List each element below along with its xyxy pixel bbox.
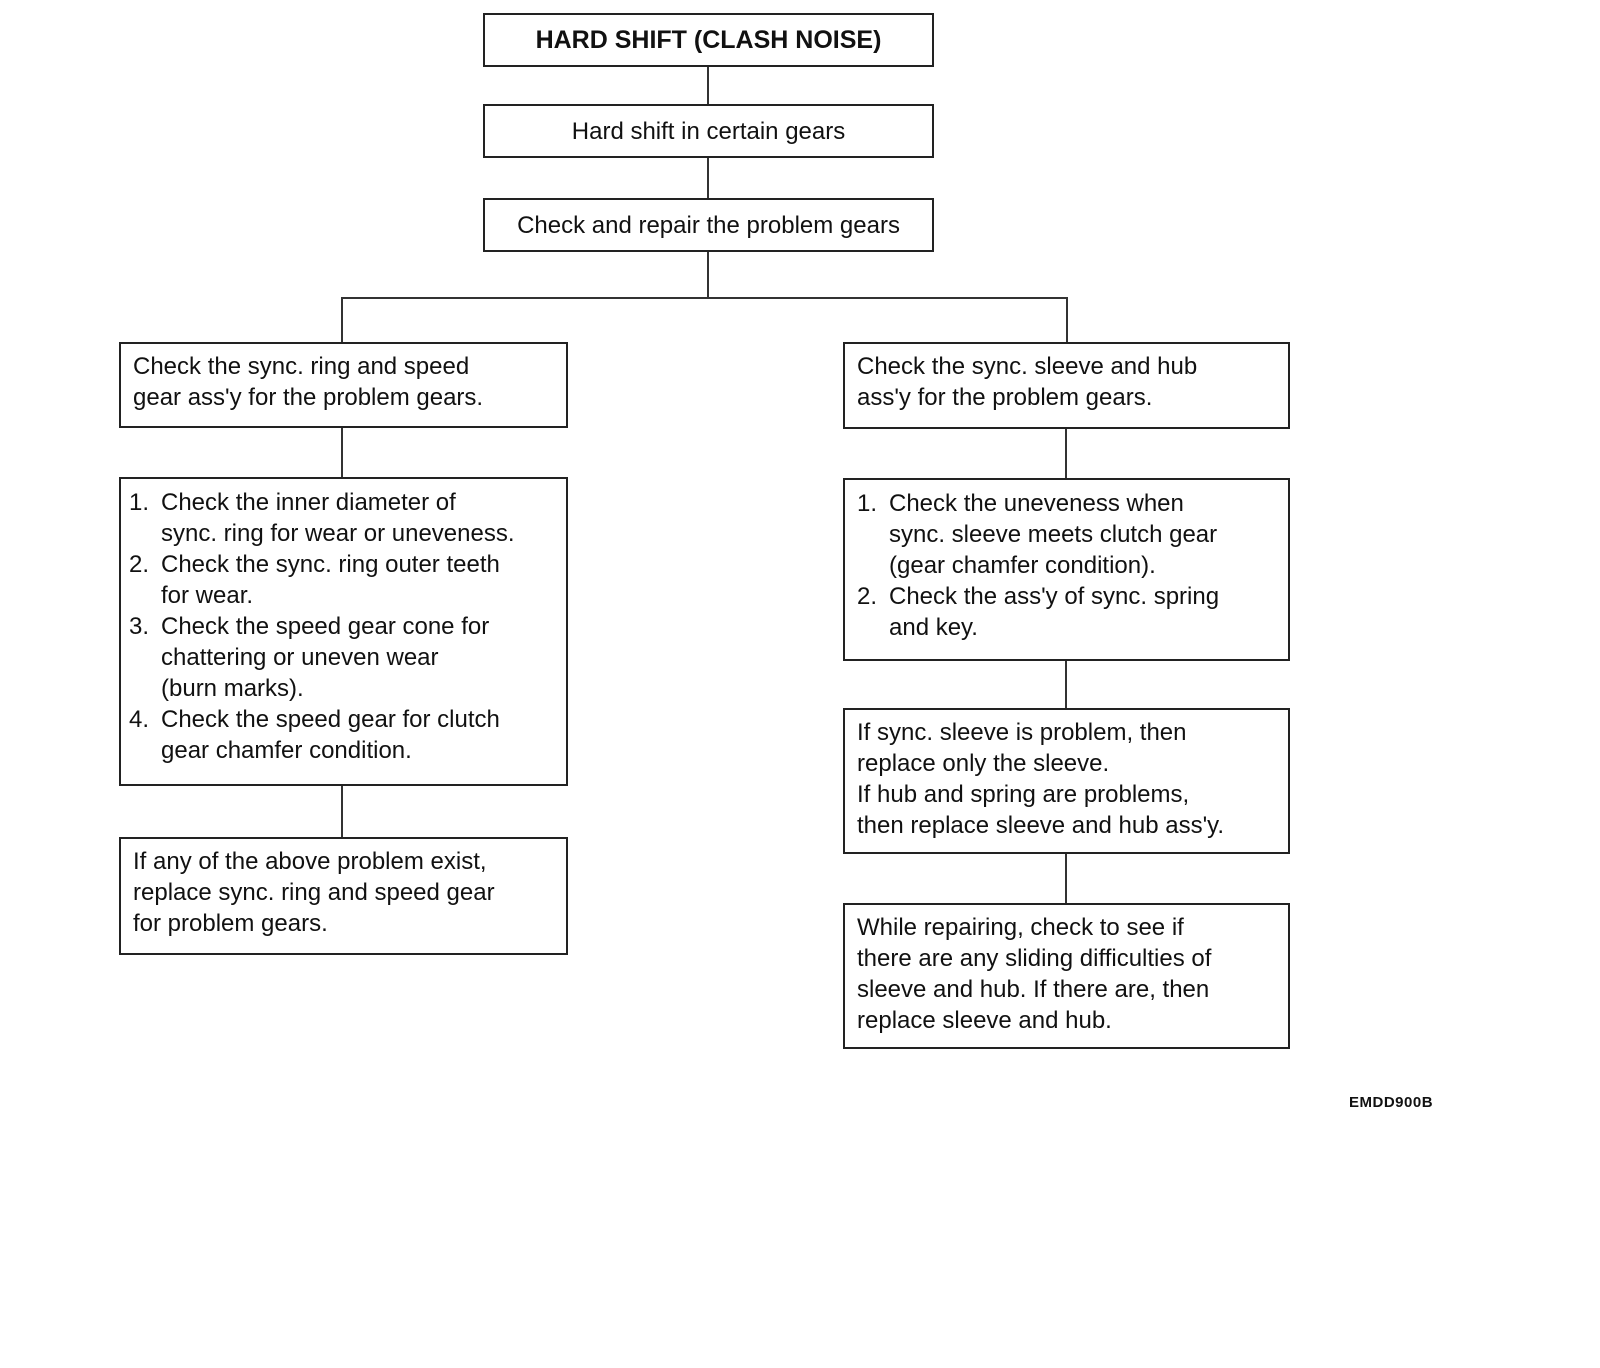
step-line: Check the inner diameter of bbox=[161, 489, 456, 516]
right-remedy-line: If sync. sleeve is problem, then bbox=[857, 719, 1187, 746]
step-line: sync. sleeve meets clutch gear bbox=[889, 521, 1218, 548]
step-number: 3. bbox=[129, 613, 150, 640]
step-line: Check the speed gear cone for bbox=[161, 613, 490, 640]
right-remedy-line: If hub and spring are problems, bbox=[857, 781, 1190, 808]
right-check-line: Check the sync. sleeve and hub bbox=[857, 353, 1198, 380]
title-box: HARD SHIFT (CLASH NOISE) bbox=[483, 13, 934, 67]
step-line: Check the speed gear for clutch bbox=[161, 706, 500, 733]
right-final-line: sleeve and hub. If there are, then bbox=[857, 976, 1210, 1003]
right-final-box: While repairing, check to see if there a… bbox=[843, 903, 1290, 1049]
connector-right-steps-remedy bbox=[1065, 661, 1067, 708]
right-remedy-box: If sync. sleeve is problem, then replace… bbox=[843, 708, 1290, 854]
figure-code: EMDD900B bbox=[1349, 1094, 1434, 1111]
symptom-box: Hard shift in certain gears bbox=[483, 104, 934, 158]
symptom-text: Hard shift in certain gears bbox=[571, 117, 846, 145]
left-step-item: 2. Check the sync. ring outer teeth for … bbox=[129, 549, 558, 611]
right-final-line: While repairing, check to see if bbox=[857, 914, 1184, 941]
left-check-line: Check the sync. ring and speed bbox=[133, 353, 470, 380]
step-number: 2. bbox=[129, 551, 150, 578]
left-check-line: gear ass'y for the problem gears. bbox=[133, 384, 484, 411]
title-text: HARD SHIFT (CLASH NOISE) bbox=[535, 25, 882, 54]
right-step-item: 2. Check the ass'y of sync. spring and k… bbox=[857, 581, 1280, 643]
left-step-item: 4. Check the speed gear for clutch gear … bbox=[129, 704, 558, 766]
step-number: 1. bbox=[857, 490, 878, 517]
right-remedy-line: then replace sleeve and hub ass'y. bbox=[857, 812, 1225, 839]
step-line: gear chamfer condition. bbox=[161, 737, 412, 764]
step-line: and key. bbox=[889, 614, 978, 641]
step-line: chattering or uneven wear bbox=[161, 644, 439, 671]
connector-symptom-action bbox=[707, 158, 709, 198]
step-line: Check the sync. ring outer teeth bbox=[161, 551, 500, 578]
step-line: (gear chamfer condition). bbox=[889, 552, 1156, 579]
step-line: Check the ass'y of sync. spring bbox=[889, 583, 1220, 610]
left-step-item: 1. Check the inner diameter of sync. rin… bbox=[129, 487, 558, 549]
left-check-box: Check the sync. ring and speed gear ass'… bbox=[119, 342, 568, 428]
step-line: for wear. bbox=[161, 582, 254, 609]
left-remedy-line: replace sync. ring and speed gear bbox=[133, 879, 495, 906]
connector-split-left bbox=[341, 297, 343, 342]
right-final-line: there are any sliding difficulties of bbox=[857, 945, 1212, 972]
right-final-line: replace sleeve and hub. bbox=[857, 1007, 1112, 1034]
action-box: Check and repair the problem gears bbox=[483, 198, 934, 252]
right-step-item: 1. Check the uneveness when sync. sleeve… bbox=[857, 488, 1280, 581]
step-line: sync. ring for wear or uneveness. bbox=[161, 520, 515, 547]
connector-action-split bbox=[707, 252, 709, 298]
connector-split-right bbox=[1066, 297, 1068, 342]
step-number: 2. bbox=[857, 583, 878, 610]
left-remedy-line: for problem gears. bbox=[133, 910, 328, 937]
right-check-line: ass'y for the problem gears. bbox=[857, 384, 1153, 411]
step-number: 4. bbox=[129, 706, 150, 733]
left-remedy-box: If any of the above problem exist, repla… bbox=[119, 837, 568, 955]
step-line: Check the uneveness when bbox=[889, 490, 1184, 517]
action-text: Check and repair the problem gears bbox=[517, 211, 900, 239]
connector-right-remedy-final bbox=[1065, 854, 1067, 903]
right-check-box: Check the sync. sleeve and hub ass'y for… bbox=[843, 342, 1290, 429]
right-steps-box: 1. Check the uneveness when sync. sleeve… bbox=[843, 478, 1290, 661]
connector-right-check-steps bbox=[1065, 429, 1067, 478]
connector-title-symptom bbox=[707, 66, 709, 104]
connector-left-check-steps bbox=[341, 428, 343, 477]
connector-left-steps-remedy bbox=[341, 786, 343, 837]
left-steps-box: 1. Check the inner diameter of sync. rin… bbox=[119, 477, 568, 786]
connector-split-bar bbox=[341, 297, 1068, 299]
right-remedy-line: replace only the sleeve. bbox=[857, 750, 1110, 777]
step-number: 1. bbox=[129, 489, 150, 516]
left-step-item: 3. Check the speed gear cone for chatter… bbox=[129, 611, 558, 704]
left-remedy-line: If any of the above problem exist, bbox=[133, 848, 487, 875]
step-line: (burn marks). bbox=[161, 675, 304, 702]
